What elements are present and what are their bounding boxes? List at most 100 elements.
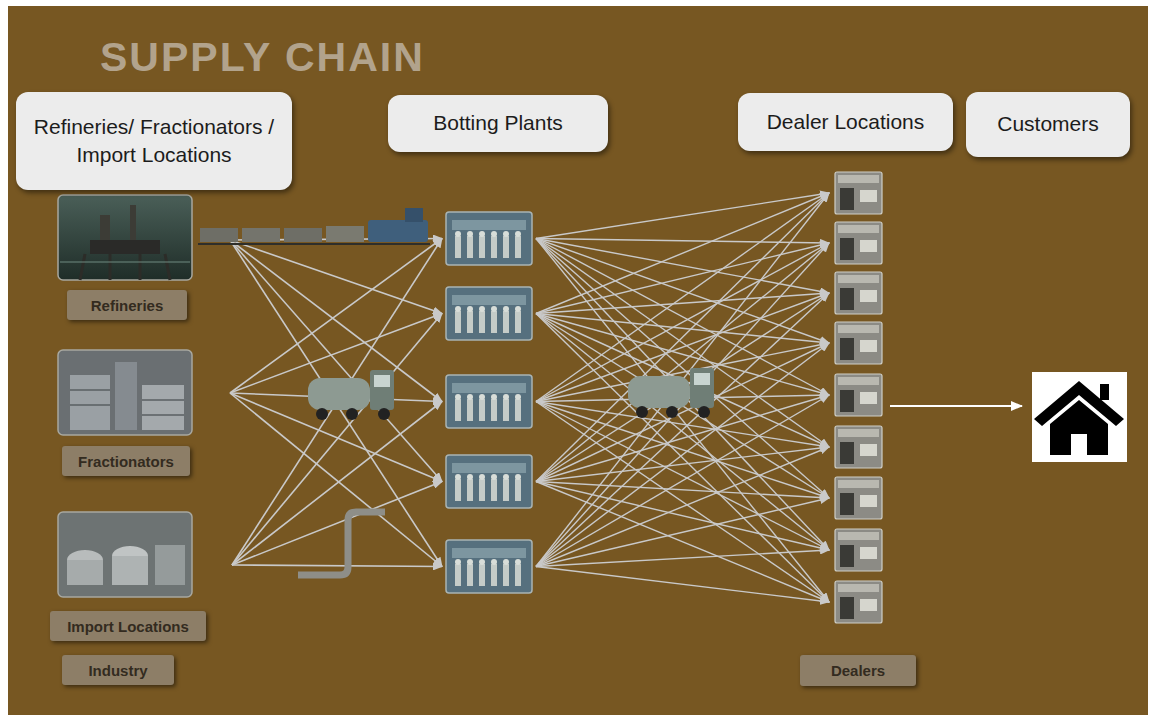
import-terminal-picture-part (112, 556, 148, 585)
dealer-shop-picture-part (838, 429, 879, 437)
rail-train-part (405, 208, 423, 222)
flow-arrow (536, 193, 829, 567)
bottling-plant-picture-part (467, 306, 473, 312)
dealer-shop-picture-part (840, 288, 854, 310)
import-terminal-picture (58, 512, 192, 597)
flow-arrow (536, 314, 829, 499)
bottling-plant-picture-part (503, 564, 509, 586)
flow-arrow (536, 343, 829, 482)
source-label: Refineries (67, 290, 187, 320)
flow-arrow (536, 293, 829, 482)
refinery-picture-part (90, 240, 160, 254)
bottling-plant-picture-part (503, 306, 509, 312)
tanker-truck-part (690, 368, 714, 408)
source-label: Fractionators (62, 446, 190, 476)
bottling-plant-picture-part (446, 287, 532, 340)
bottling-plant-picture (446, 375, 532, 428)
tanker-truck-part (346, 408, 358, 420)
fractionator-picture-part (70, 375, 110, 430)
node-text: Customers (997, 110, 1099, 138)
dealer-shop-picture-part (835, 529, 882, 571)
rail-train-part (242, 228, 280, 242)
flow-arrow (536, 402, 829, 603)
dealer-shop-picture-part (860, 340, 877, 352)
flow-arrow (536, 482, 829, 551)
flow-arrow (536, 314, 829, 603)
bottling-plant-picture-part (515, 399, 521, 421)
flow-arrow (536, 402, 829, 499)
dealer-shop-picture-part (860, 495, 877, 507)
bottling-plant-picture-part (515, 474, 521, 480)
fractionator-picture-part (115, 362, 137, 430)
tanker-truck-part (374, 375, 390, 387)
bottling-plant-picture-part (515, 564, 521, 586)
flow-arrow (536, 193, 829, 314)
bottling-plant-picture-part (452, 548, 526, 558)
bottling-plant-picture-part (479, 564, 485, 586)
tanker-truck-part (694, 373, 710, 385)
dealer-shop-picture (835, 172, 882, 214)
bottling-plant-picture-part (479, 559, 485, 565)
flow-arrow (232, 314, 442, 566)
dealer-shop-picture-part (835, 172, 882, 214)
bottling-plant-picture-part (452, 295, 526, 305)
dealer-shop-picture-part (840, 545, 854, 567)
node-text: Industry (88, 662, 147, 679)
flow-arrow (536, 447, 829, 567)
node-text: Refineries (91, 297, 164, 314)
dealer-shop-picture-part (835, 322, 882, 364)
bottling-plant-picture-part (491, 559, 497, 565)
bottling-plant-picture-part (455, 559, 461, 565)
import-terminal-picture-part (155, 545, 185, 585)
bottling-plant-picture-part (491, 306, 497, 312)
bottling-plant-picture-part (446, 540, 532, 593)
bottling-plant-picture-part (503, 399, 509, 421)
dealer-shop-picture-part (835, 426, 882, 468)
bottling-plant-picture-part (479, 474, 485, 480)
bottling-plant-picture-part (479, 394, 485, 400)
bottling-plant-picture-part (515, 559, 521, 565)
dealer-shop-picture (835, 529, 882, 571)
flow-arrow (536, 193, 829, 239)
dealer-shop-picture (835, 222, 882, 264)
bottling-plant-picture-part (455, 231, 461, 237)
flow-arrow (230, 239, 442, 394)
node-text: Fractionators (78, 453, 174, 470)
bottling-plant-picture-part (467, 559, 473, 565)
bottling-plant-picture-part (515, 231, 521, 237)
bottling-plant-picture-part (491, 236, 497, 258)
dealer-shop-picture-part (835, 581, 882, 623)
bottling-plant-picture-part (491, 394, 497, 400)
bottling-plant-picture (446, 540, 532, 593)
bottling-plant-picture (446, 212, 532, 265)
dealer-shop-picture-part (840, 238, 854, 260)
import-terminal-picture-part (58, 512, 192, 597)
bottling-plant-picture-part (467, 394, 473, 400)
flow-arrow (232, 565, 442, 567)
bottling-plant-picture-part (479, 311, 485, 333)
rail-train-part (200, 228, 238, 242)
bottling-plant-picture-part (479, 399, 485, 421)
customer-house-icon-part (1100, 384, 1109, 400)
bottling-plant-picture-part (479, 231, 485, 237)
flow-arrow (536, 482, 829, 603)
node-text: Botting Plants (433, 109, 563, 137)
dealer-shop-picture (835, 426, 882, 468)
flow-arrow (536, 567, 829, 603)
flow-arrow (232, 239, 442, 566)
dealer-shop-picture-part (838, 584, 879, 592)
customer-house-icon-part (1032, 372, 1127, 462)
dealer-shop-picture-part (838, 175, 879, 183)
column-header: Customers (966, 92, 1130, 157)
dealer-shop-picture-part (840, 597, 854, 619)
tanker-truck-part (628, 376, 690, 408)
flow-arrow (536, 239, 829, 396)
flow-arrow (536, 314, 829, 344)
dealer-pictures (835, 172, 882, 623)
dealer-shop-picture-part (840, 442, 854, 464)
customer-house-icon (890, 372, 1127, 462)
flow-arrow (536, 243, 829, 482)
column-header: Refineries/ Fractionators / Import Locat… (16, 92, 292, 190)
bottling-plant-picture-part (467, 564, 473, 586)
